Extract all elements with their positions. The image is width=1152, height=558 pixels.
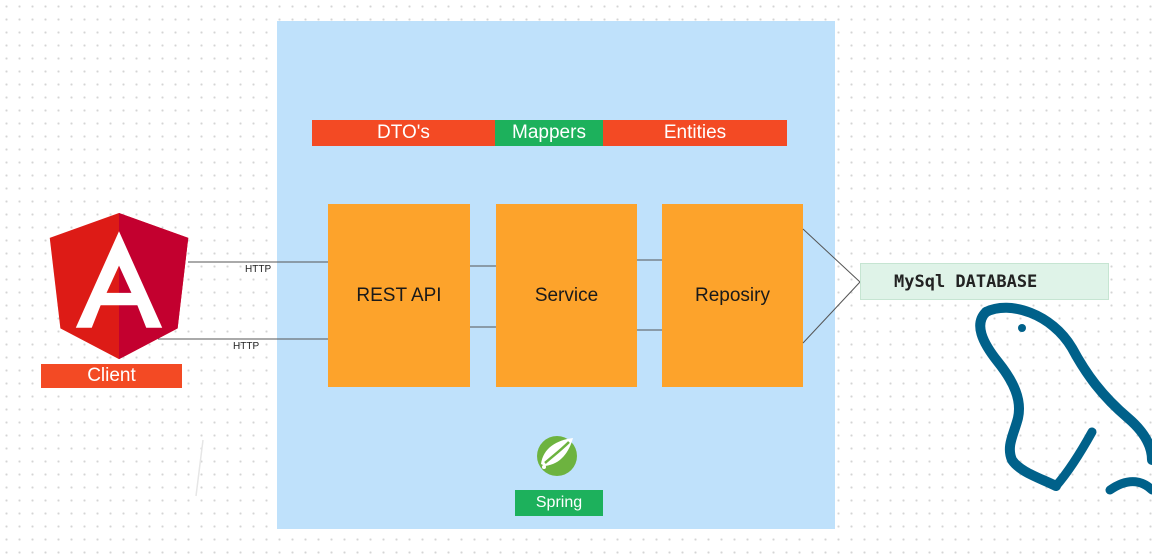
rest-api-label: REST API <box>356 284 442 306</box>
http-top-label: HTTP <box>245 264 272 275</box>
repo-db-line-bottom <box>802 281 861 344</box>
rest-api-box: REST API <box>328 204 470 387</box>
repository-label: Reposiry <box>695 284 770 306</box>
service-box: Service <box>496 204 637 387</box>
service-label: Service <box>534 284 599 306</box>
banner-dtos: DTO's <box>312 120 495 146</box>
mysql-database-label: MySql DATABASE <box>894 271 1038 292</box>
banner-entities: Entities <box>603 120 787 146</box>
banner-entities-label: Entities <box>663 122 727 143</box>
client-label: Client <box>41 364 182 388</box>
banner-dtos-label: DTO's <box>377 122 430 143</box>
decorative-stroke <box>195 439 204 497</box>
spring-leaf-icon <box>537 436 577 476</box>
spring-label: Spring <box>515 490 603 516</box>
banner-mappers: Mappers <box>495 120 603 146</box>
mysql-dolphin-icon <box>975 302 1152 495</box>
banner-mappers-label: Mappers <box>512 122 586 143</box>
client-label-text: Client <box>87 365 136 386</box>
http-bottom-label: HTTP <box>233 341 260 352</box>
angular-logo-icon <box>49 212 189 360</box>
spring-label-text: Spring <box>535 494 583 511</box>
repo-db-line-top <box>802 228 861 283</box>
repository-box: Reposiry <box>662 204 803 387</box>
mysql-database-box: MySql DATABASE <box>860 263 1109 300</box>
